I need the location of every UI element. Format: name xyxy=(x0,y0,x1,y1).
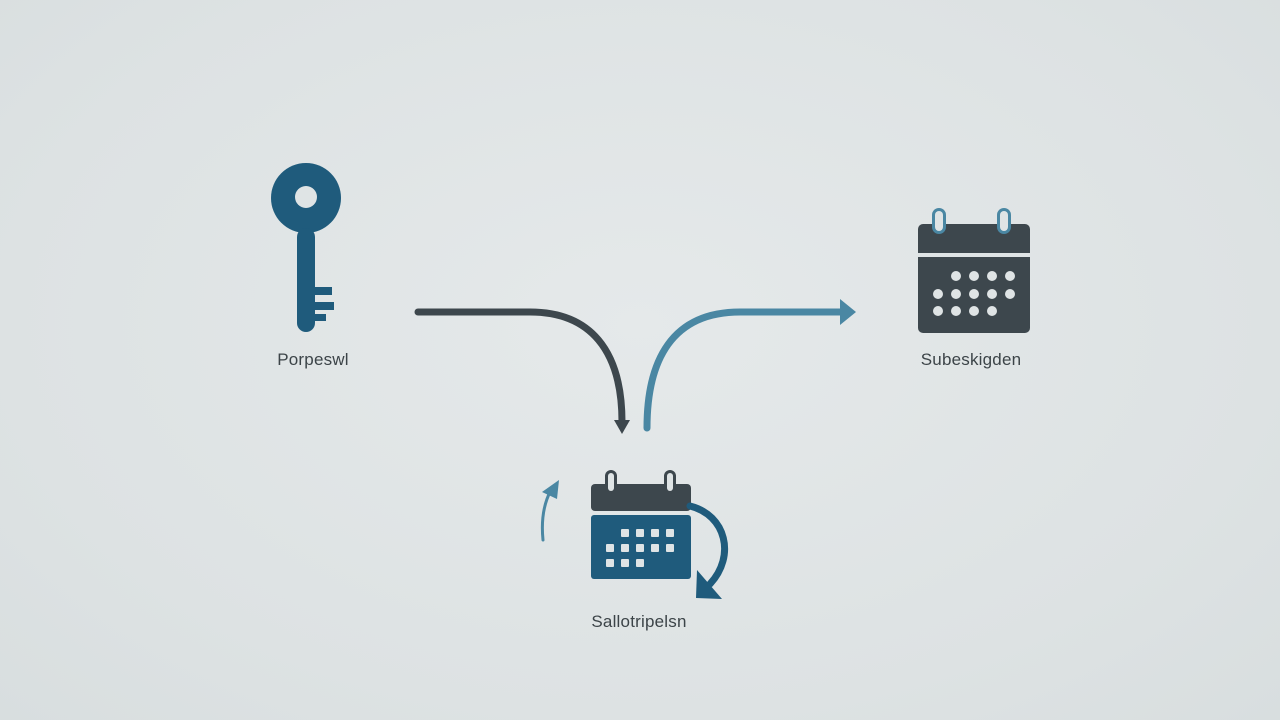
cycle-arrow-right xyxy=(686,502,729,588)
cycle-arrow-left-head xyxy=(542,480,559,499)
calendar-icon-right xyxy=(918,208,1030,333)
key-node-label: Porpeswl xyxy=(277,350,349,369)
arrow-calendar-to-calendar xyxy=(643,308,846,432)
cycle-arrow-left xyxy=(540,488,553,542)
arrow-key-to-calendar xyxy=(414,308,626,426)
key-icon xyxy=(271,163,341,332)
arrow-key-to-calendar-head xyxy=(614,420,630,434)
calendar-icon-bottom xyxy=(591,470,691,579)
cycle-arrow-right-head xyxy=(696,570,722,599)
calendar-bottom-node-label: Sallotripelsn xyxy=(591,612,687,631)
calendar-right-node-label: Subeskigden xyxy=(920,350,1022,369)
arrow-calendar-to-calendar-head xyxy=(840,299,856,325)
